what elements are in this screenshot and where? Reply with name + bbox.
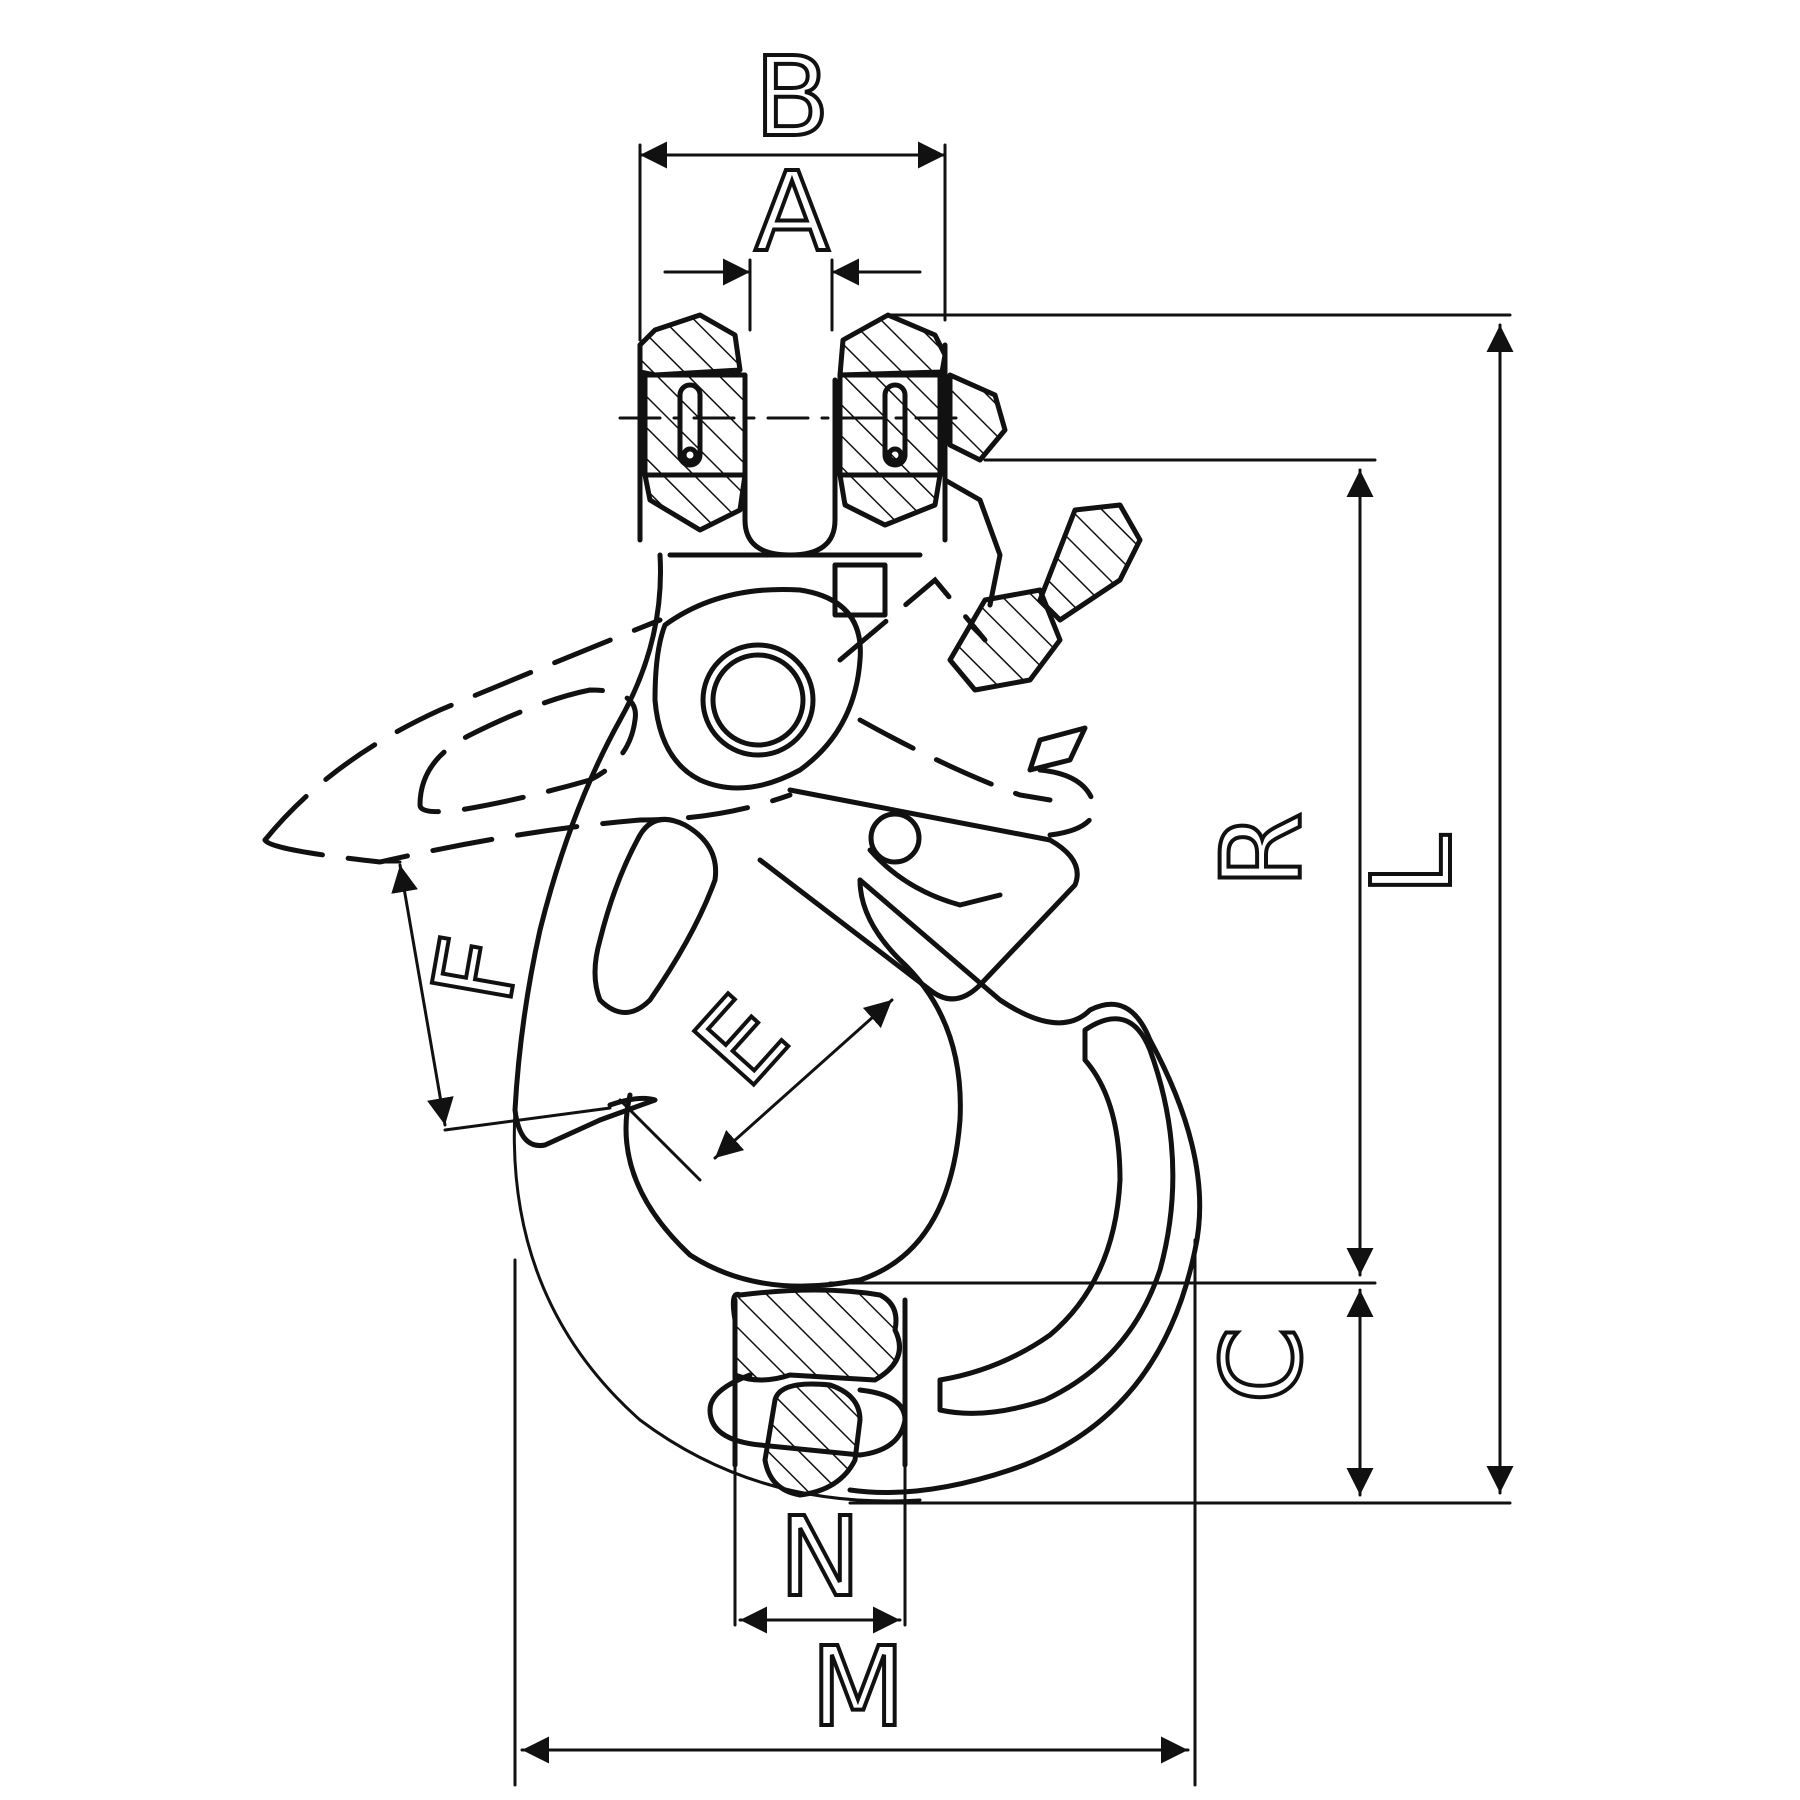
dimension-l: L [848, 313, 1514, 1505]
chain-link [707, 1287, 908, 1498]
open-position-outline [262, 576, 1098, 865]
dimension-f: F [378, 860, 612, 1132]
label-c: C [1198, 1327, 1326, 1404]
dimension-e: E [618, 971, 894, 1182]
dimension-r: R [983, 458, 1377, 1277]
dimension-c: C [828, 1281, 1377, 1497]
dimension-a: A [663, 146, 922, 332]
dimension-m: M [513, 1238, 1197, 1787]
latch-trigger [832, 372, 1143, 908]
label-m: M [811, 1623, 906, 1751]
label-a: A [754, 148, 829, 276]
label-f: F [409, 927, 546, 1012]
dimension-b: B [638, 31, 947, 342]
clevis-head [618, 312, 967, 558]
dimension-n: N [733, 1463, 907, 1634]
label-n: N [779, 1493, 861, 1621]
label-b: B [754, 33, 829, 161]
hook-body [512, 552, 1203, 1503]
label-l: L [1348, 834, 1476, 895]
label-r: R [1198, 812, 1326, 888]
